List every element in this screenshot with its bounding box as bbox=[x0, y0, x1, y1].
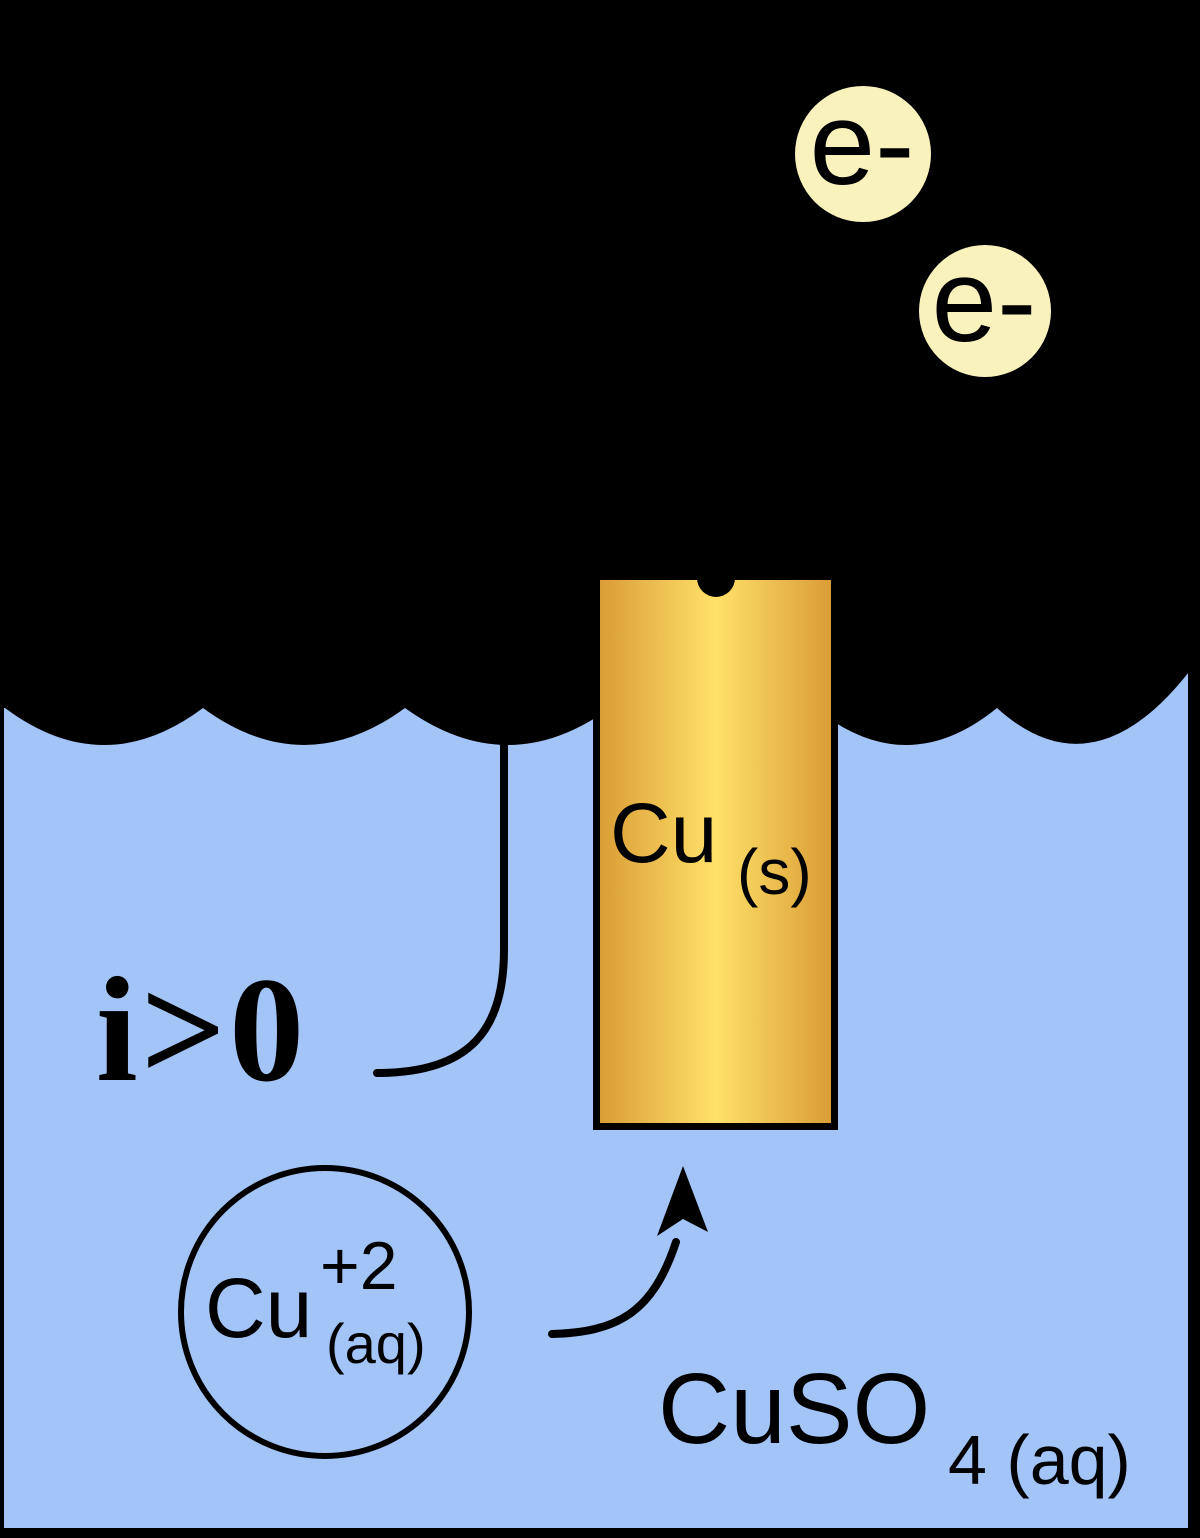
border-left bbox=[0, 0, 4, 1538]
electrode-notch bbox=[697, 559, 735, 597]
ion-label: Cu bbox=[205, 1261, 312, 1355]
wire bbox=[373, 686, 508, 1077]
ion-state: (aq) bbox=[326, 1312, 426, 1375]
electrode-label-state: (s) bbox=[737, 836, 812, 908]
ion-circle bbox=[178, 1165, 472, 1459]
electron-2-label: e- bbox=[932, 235, 1037, 367]
electron-2-circle bbox=[919, 245, 1051, 377]
current-label: i>0 bbox=[96, 947, 307, 1113]
ion-charge: +2 bbox=[320, 1228, 398, 1304]
solution-label-sub: 4 (aq) bbox=[948, 1421, 1131, 1499]
deposition-arrow-head bbox=[657, 1166, 708, 1236]
electron-1-circle bbox=[795, 86, 931, 222]
border-bottom bbox=[0, 1528, 1200, 1538]
solution-label: CuSO bbox=[658, 1353, 930, 1465]
border-right bbox=[1188, 0, 1200, 1538]
electrode-label: Cu bbox=[610, 786, 717, 880]
electron-1-label: e- bbox=[810, 78, 915, 210]
deposition-arrow-shaft bbox=[548, 1238, 680, 1338]
